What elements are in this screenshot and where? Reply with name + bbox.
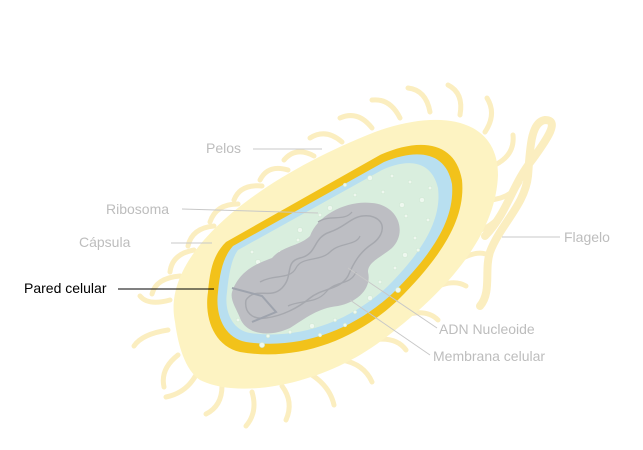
ribosome: [402, 252, 408, 258]
ribosome: [332, 317, 338, 323]
label-flagelo: Flagelo: [564, 229, 610, 245]
ribosome: [259, 342, 265, 348]
label-adn-nucleoide: ADN Nucleoide: [439, 321, 535, 337]
leader-line-adn-nucleoide: [347, 267, 438, 329]
ribosome: [297, 227, 303, 233]
ribosome: [427, 185, 433, 191]
ribosome: [342, 322, 348, 328]
pilus: [131, 327, 171, 349]
ribosome: [287, 329, 293, 335]
pilus: [149, 273, 183, 297]
pilus: [167, 247, 197, 275]
ribosome: [235, 317, 241, 323]
ribosome: [415, 247, 421, 253]
ribosome: [377, 279, 383, 285]
ribosome: [367, 175, 373, 181]
ribosome: [249, 249, 255, 255]
pilus: [279, 383, 292, 423]
ribosome: [265, 333, 271, 339]
pilus: [257, 165, 291, 183]
ribosome: [395, 287, 401, 293]
flagellum: [476, 115, 556, 310]
ribosome: [407, 179, 413, 185]
ribosome: [352, 192, 358, 198]
pilus: [231, 183, 265, 203]
ribosome: [392, 265, 398, 271]
ribosome: [342, 182, 348, 188]
pilus: [405, 85, 433, 115]
pilus: [137, 293, 173, 305]
ribosome: [380, 189, 386, 195]
leader-line-ribosoma: [181, 208, 319, 214]
ribosome: [352, 309, 358, 315]
pilus: [163, 372, 199, 400]
label-membrana-celular: Membrana celular: [433, 348, 545, 364]
label-ribosoma: Ribosoma: [106, 201, 169, 217]
pilus: [243, 389, 257, 429]
pilus: [203, 383, 225, 417]
pilus: [369, 97, 403, 121]
pilus: [207, 201, 241, 225]
pilus: [482, 95, 494, 135]
ribosome: [309, 323, 315, 329]
pilus: [160, 352, 181, 390]
leader-line-membrana-celular: [349, 299, 431, 356]
pilus: [307, 131, 345, 145]
ribosome: [367, 295, 373, 301]
ribosome: [412, 235, 418, 241]
pilus: [339, 357, 375, 385]
label-pelos: Pelos: [206, 140, 241, 156]
pilus: [309, 372, 337, 408]
ribosome: [403, 213, 409, 219]
pilus: [445, 82, 464, 118]
ribosome: [295, 237, 301, 243]
pilus: [281, 149, 317, 163]
pilus: [337, 113, 375, 131]
ribosome: [419, 197, 425, 203]
label-pared-celular: Pared celular: [24, 280, 107, 296]
ribosome: [399, 202, 405, 208]
ribosome: [389, 173, 395, 179]
pilus: [492, 132, 516, 168]
ribosome: [317, 332, 323, 338]
dna-nucleoid: [231, 202, 400, 334]
ribosome: [425, 217, 431, 223]
ribosome: [327, 205, 333, 211]
ribosome: [317, 212, 323, 218]
label-capsula: Cápsula: [79, 234, 131, 250]
